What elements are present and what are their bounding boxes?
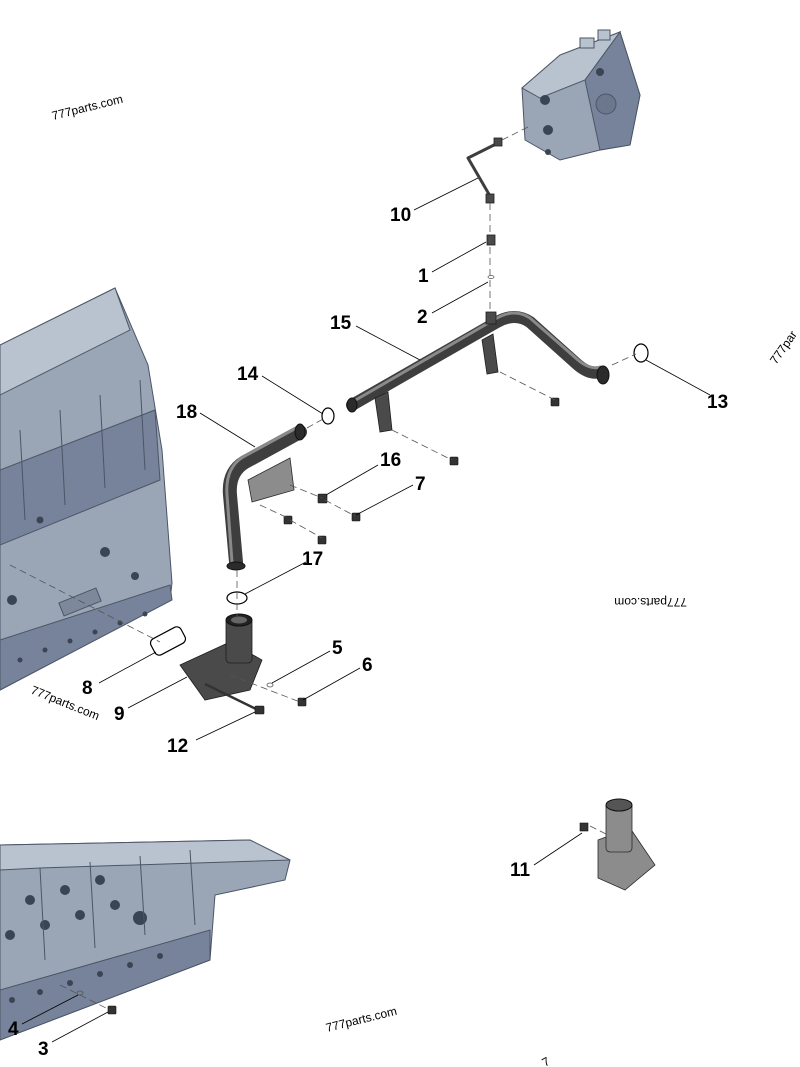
valve-block [521, 29, 641, 161]
callout-4: 4 [8, 1019, 19, 1040]
o-ring-13 [633, 343, 649, 363]
callout-2: 2 [417, 307, 428, 328]
callout-7: 7 [415, 474, 426, 495]
callout-8: 8 [82, 678, 93, 699]
callout-17: 17 [302, 549, 323, 570]
callout-5: 5 [332, 638, 343, 659]
nuts [107, 397, 560, 1015]
callout-11: 11 [510, 860, 531, 881]
pipe-18 [222, 423, 307, 571]
elbow-housing-9 [179, 613, 263, 701]
watermark-right-edge: 777par [767, 328, 800, 367]
callout-9: 9 [114, 704, 125, 725]
callout-3: 3 [38, 1039, 49, 1060]
callout-10: 10 [390, 205, 411, 226]
fitting-1 [486, 234, 496, 246]
watermark-bottom-edge: 7 [540, 1054, 553, 1067]
leader-lines [21, 177, 711, 1043]
tube-10 [466, 137, 503, 204]
washer-2 [487, 275, 495, 279]
engine-block-upper [0, 287, 173, 691]
callout-18: 18 [176, 402, 197, 423]
engine-block-lower [0, 839, 291, 1041]
assembly-lines [9, 125, 637, 1011]
callout-13: 13 [707, 392, 728, 413]
callouts: 10 1 2 15 14 18 16 7 13 17 5 6 8 9 12 11… [8, 205, 728, 1060]
callout-12: 12 [167, 736, 188, 757]
watermark-top-left: 777parts.com [50, 92, 124, 123]
watermark-right: 777parts.com [614, 595, 687, 609]
pipe-15 [346, 311, 610, 433]
callout-1: 1 [418, 266, 429, 287]
gasket-8 [149, 626, 187, 656]
bolt-12 [204, 682, 265, 715]
watermark-bottom: 777parts.com [324, 1004, 398, 1035]
callout-15: 15 [330, 313, 352, 334]
callout-16: 16 [380, 450, 401, 471]
callout-6: 6 [362, 655, 373, 676]
o-ring-14 [321, 407, 335, 425]
callout-14: 14 [237, 364, 259, 385]
elbow-housing-11 [579, 798, 656, 891]
